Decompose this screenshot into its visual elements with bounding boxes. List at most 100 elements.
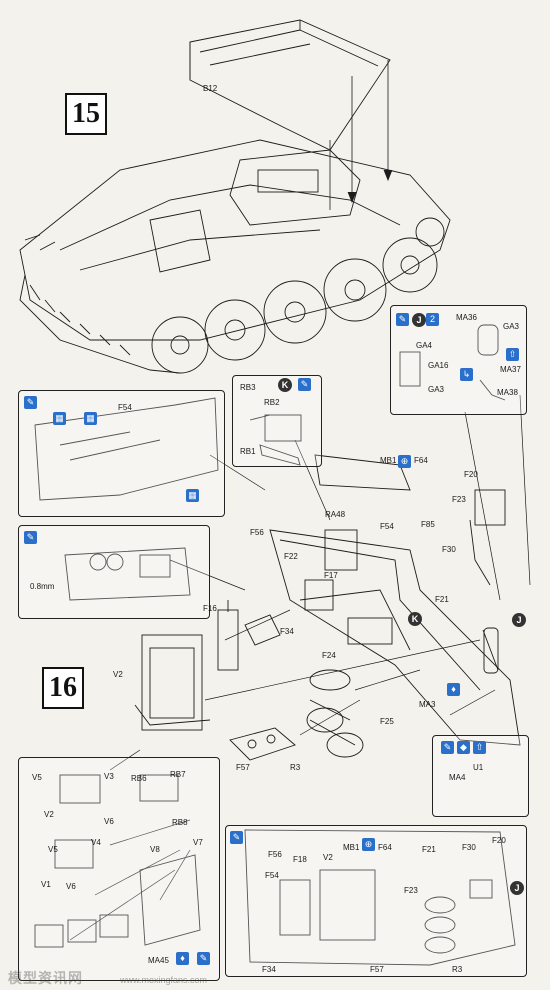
glue-icon: ▦ (53, 412, 66, 425)
label-ga16: GA16 (428, 361, 449, 370)
label-r3b: R3 (452, 965, 463, 974)
marker-j: J (512, 613, 526, 627)
glue-icon: ✎ (197, 952, 210, 965)
label-v4: V4 (91, 838, 101, 847)
label-f20: F20 (464, 470, 478, 479)
label-f34: F34 (280, 627, 294, 636)
label-f17: F17 (324, 571, 338, 580)
label-f85: F85 (421, 520, 435, 529)
label-ma4: MA4 (449, 773, 466, 782)
glue-icon: ⇧ (473, 741, 486, 754)
label-rb3: RB3 (240, 383, 256, 392)
bracket-f34 (244, 614, 281, 646)
assembly-arrows-15 (329, 60, 393, 210)
label-ga4: GA4 (416, 341, 433, 350)
glue-icon: ✎ (396, 313, 409, 326)
label-v7: V7 (193, 838, 203, 847)
label-dim: 0.8mm (30, 582, 55, 591)
inset-box-rivet (18, 525, 210, 619)
glue-icon: ▦ (84, 412, 97, 425)
label-f64: F64 (414, 456, 428, 465)
label-v8: V8 (150, 845, 160, 854)
label-f64b: F64 (378, 843, 392, 852)
floor-plate-f57 (229, 727, 296, 761)
label-ma45: MA45 (148, 956, 169, 965)
marker-k: K (408, 612, 422, 626)
inset-rivet (64, 547, 191, 601)
assembly-arrows-16 (69, 394, 531, 941)
label-ma3: MA3 (419, 700, 436, 709)
step-number-15: 15 (65, 93, 107, 135)
inset-v-parts (34, 774, 201, 948)
watermark-logo: 模型资讯网 (8, 970, 83, 986)
label-ga3: GA3 (503, 322, 520, 331)
step-number-16: 16 (42, 667, 84, 709)
battery-rb (249, 414, 302, 466)
label-ra48: RA48 (325, 510, 346, 519)
glue-icon: ✎ (441, 741, 454, 754)
label-b12: B12 (203, 84, 218, 93)
label-v3: V3 (104, 772, 114, 781)
inset-box-v-parts (18, 757, 220, 981)
label-v1: V1 (41, 880, 51, 889)
label-f56b: F56 (268, 850, 282, 859)
inset-final (244, 829, 516, 966)
label-f16: F16 (203, 604, 217, 613)
label-f20b: F20 (492, 836, 506, 845)
label-f34b: F34 (262, 965, 276, 974)
label-rb1: RB1 (240, 447, 256, 456)
paint-icon: 2 (426, 313, 439, 326)
label-f54-mid: F54 (380, 522, 394, 531)
label-f21: F21 (435, 595, 449, 604)
label-f54: F54 (118, 403, 132, 412)
label-v5b: V5 (48, 845, 58, 854)
label-f56: F56 (250, 528, 264, 537)
glue-icon: ◆ (457, 741, 470, 754)
ammo-rack (306, 669, 364, 758)
bracket-f16 (217, 600, 239, 671)
inset-sidewall (34, 397, 219, 501)
label-ma38: MA38 (497, 388, 518, 397)
label-f18: F18 (293, 855, 307, 864)
label-rb8: RB8 (172, 818, 188, 827)
label-f23: F23 (452, 495, 466, 504)
label-v6b: V6 (66, 882, 76, 891)
label-f30b: F30 (462, 843, 476, 852)
label-mb1: MB1 (380, 456, 397, 465)
label-f22: F22 (284, 552, 298, 561)
label-ma36: MA36 (456, 313, 477, 322)
glue-icon: ⊕ (398, 455, 411, 468)
label-v6: V6 (104, 817, 114, 826)
label-r3: R3 (290, 763, 301, 772)
seat-frame-v2 (134, 634, 211, 731)
label-v2: V2 (113, 670, 123, 679)
label-f54b: F54 (265, 871, 279, 880)
label-u1: U1 (473, 763, 484, 772)
engine-deck-panel (189, 19, 391, 151)
watermark-url: www.moxingfans.com (120, 975, 208, 985)
glue-icon: ♦ (176, 952, 189, 965)
glue-icon: ⊕ (362, 838, 375, 851)
label-v2b: V2 (44, 810, 54, 819)
label-f57b: F57 (370, 965, 384, 974)
label-f25: F25 (380, 717, 394, 726)
paint-icon: ⇧ (506, 348, 519, 361)
label-ga3-lower: GA3 (428, 385, 445, 394)
panel-mb1 (314, 454, 411, 491)
label-f24: F24 (322, 651, 336, 660)
glue-icon: ↳ (460, 368, 473, 381)
label-mb1b: MB1 (343, 843, 360, 852)
label-v5: V5 (32, 773, 42, 782)
label-rb6: RB6 (131, 774, 147, 783)
label-ma37: MA37 (500, 365, 521, 374)
compartment-wall (269, 489, 521, 746)
glue-icon: ♦ (447, 683, 460, 696)
inset-box-final (225, 825, 527, 977)
label-f21b: F21 (422, 845, 436, 854)
label-f23b: F23 (404, 886, 418, 895)
glue-icon: ✎ (24, 396, 37, 409)
glue-icon: ✎ (298, 378, 311, 391)
gas-cylinder (399, 324, 506, 401)
marker-k: K (278, 378, 292, 392)
